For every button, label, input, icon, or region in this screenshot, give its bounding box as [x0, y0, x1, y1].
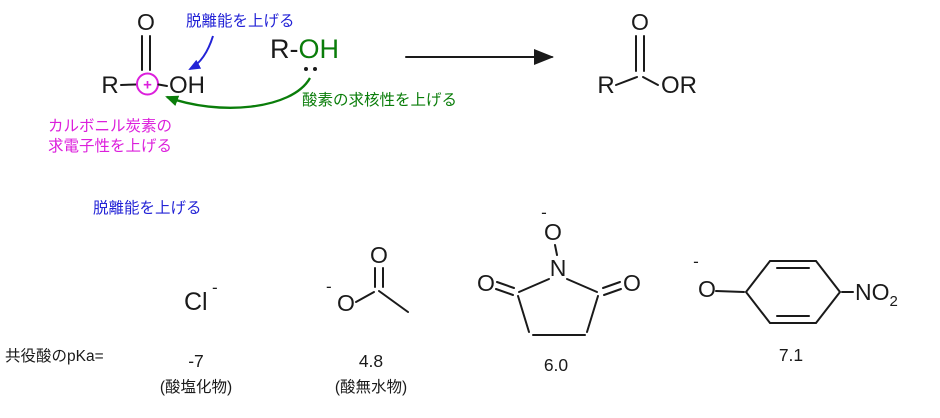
nhs-left-double-bond — [495, 281, 515, 296]
activated-acid-structure: O R + OH — [101, 9, 205, 99]
nhs-right-double-bond — [602, 281, 622, 296]
phenolate-oxygen: O — [698, 276, 716, 302]
bond-line — [603, 288, 622, 296]
chloride-structure: Cl - — [184, 278, 218, 316]
acetate-carbonyl-oxygen: O — [370, 242, 388, 268]
acid-carbonyl-oxygen: O — [137, 9, 155, 35]
alcohol-structure: R-OH — [270, 34, 339, 71]
nhs-nitrogen: N — [550, 255, 567, 281]
acetate-pka: 4.8 — [359, 351, 383, 371]
nitrophenolate-structure: - O NO2 — [693, 252, 898, 324]
phenolate-co-bond — [715, 290, 745, 293]
leaving-ability-label-top: 脱離能を上げる — [186, 12, 295, 30]
ester-structure: O R OR — [597, 9, 697, 99]
lone-pair-dot — [304, 67, 308, 71]
nucleophilicity-label: 酸素の求核性を上げる — [302, 91, 457, 109]
nhs-left-carbonyl-oxygen: O — [477, 270, 495, 296]
bond-line — [495, 288, 514, 296]
nitro-subscript: 2 — [890, 293, 898, 310]
bond-line — [602, 281, 621, 289]
acetate-methyl-bond — [378, 290, 409, 313]
nhs-right-carbonyl-oxygen: O — [623, 270, 641, 296]
nhs-charge: - — [541, 203, 547, 222]
acid-r-bond — [120, 83, 137, 86]
acetate-co-bond — [355, 291, 375, 303]
electrophilicity-label-line2: 求電子性を上げる — [48, 137, 172, 155]
acid-hydroxyl-group: OH — [169, 72, 205, 99]
acetate-note: (酸無水物) — [335, 378, 407, 396]
nhs-no-bond — [554, 244, 558, 256]
benzene-double-bonds — [776, 267, 810, 317]
acid-oh-bond — [157, 83, 168, 87]
alcohol-formula: R-OH — [270, 34, 339, 64]
pka-label: 共役酸のpKa= — [5, 347, 104, 365]
nitro-group: NO2 — [855, 279, 898, 310]
ester-or-group: OR — [661, 72, 697, 99]
benzene-ring — [744, 260, 842, 324]
ester-carbonyl-double-bond — [635, 35, 645, 72]
bond-line — [566, 278, 598, 293]
bond-line — [518, 278, 550, 293]
ester-r-bond — [615, 76, 638, 86]
chloride-charge: - — [212, 278, 218, 297]
activation-scheme: 脱離能を上げる O R + OH カルボニル炭素の 求電子性を上げる R-OH — [48, 9, 697, 155]
acetate-charge: - — [326, 277, 332, 296]
alcohol-oh-group: OH — [299, 34, 340, 64]
nhs-anion-structure: - O N O O — [477, 203, 641, 336]
acetate-structure: - O O — [326, 242, 409, 316]
green-curved-arrow-icon — [165, 77, 312, 109]
bond-line — [496, 281, 515, 289]
phenolate-charge: - — [693, 252, 699, 271]
nhs-pka: 6.0 — [544, 355, 569, 375]
blue-curved-arrow-icon — [188, 35, 214, 70]
acid-plus-charge: + — [143, 77, 152, 94]
nhs-oxy-anion: O — [544, 219, 562, 245]
chloride-symbol: Cl — [184, 288, 208, 316]
acid-r-group: R — [101, 72, 118, 99]
bond-line — [586, 295, 599, 333]
ester-or-bond — [642, 76, 659, 86]
chloride-note: (酸塩化物) — [160, 378, 232, 396]
acid-carbonyl-double-bond — [141, 35, 151, 71]
ester-carbonyl-oxygen: O — [631, 9, 649, 35]
acetate-double-bond — [374, 267, 384, 288]
bond-line — [517, 295, 530, 333]
pka-row: 共役酸のpKa= -7 (酸塩化物) 4.8 (酸無水物) 6.0 7.1 — [5, 345, 803, 396]
phenolate-pka: 7.1 — [779, 345, 803, 365]
electrophilicity-label-line1: カルボニル炭素の — [48, 117, 172, 135]
chloride-pka: -7 — [188, 351, 204, 371]
acetate-o-minus: O — [337, 290, 355, 316]
alcohol-r-group: R- — [270, 34, 299, 64]
nhs-ring-bonds — [517, 278, 599, 336]
lone-pair-dot — [313, 67, 317, 71]
lone-pair-icon — [304, 67, 317, 71]
ester-r-group: R — [597, 72, 614, 99]
leaving-group-series: 脱離能を上げる Cl - - O O - O N — [5, 199, 898, 396]
nitro-no: NO — [855, 279, 890, 305]
leaving-ability-label-bottom: 脱離能を上げる — [93, 199, 202, 217]
